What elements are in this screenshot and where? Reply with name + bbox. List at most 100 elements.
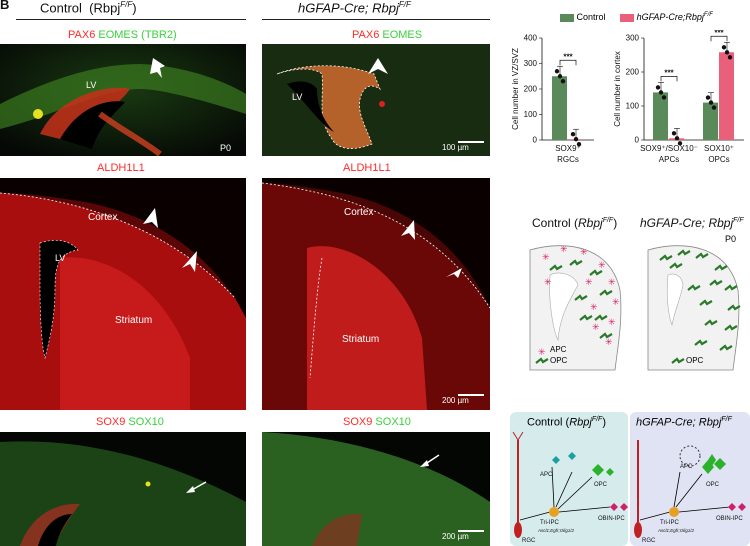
apc-cell: ✳: [585, 277, 593, 287]
data-point: [658, 90, 664, 95]
obin-cell: [738, 503, 746, 511]
opc-cell: [714, 264, 728, 271]
obin-cell: [620, 503, 628, 511]
apc-cell: ✳: [608, 277, 616, 287]
lv-label: LV: [55, 253, 66, 263]
category-label: OPCs: [708, 155, 729, 164]
control-close: ): [132, 0, 137, 16]
y-tick-label: 0: [635, 136, 640, 145]
schematic1-drawing: ✳✳✳✳✳✳✳✳✳✳✳✳✳ APC OPC OPC: [529, 244, 741, 371]
opc-cell: [724, 284, 738, 291]
opc-cell: [606, 468, 614, 476]
y-tick-label: 100: [524, 110, 538, 119]
obin-label-right: OBIN-IPC: [716, 516, 743, 522]
mutant-word: hGFAP-Cre; Rbpj: [298, 0, 399, 16]
y-tick-label: 400: [524, 34, 538, 43]
schematic2: Control (RbpjF/F) hGFAP-Cre; RbpjF/F: [510, 412, 750, 546]
chart-legend: Control hGFAP-Cre;RbpjF/F: [510, 12, 750, 26]
bar: [703, 102, 718, 140]
opc-label-left: OPC: [594, 482, 608, 488]
opc-label-right: OPC: [706, 482, 720, 488]
legend-label-mutant: hGFAP-Cre;Rbpj: [636, 12, 704, 22]
opc-cell: [724, 324, 738, 331]
rgc-label-left: RGC: [522, 538, 536, 544]
tri-label-right: Tri-IPC: [660, 520, 679, 526]
sch1-lc: ): [613, 216, 618, 230]
micrograph-sox-control: [0, 432, 246, 546]
obin-cell: [728, 503, 736, 511]
y-tick-label: 300: [626, 34, 640, 43]
legend-swatch-control: [560, 13, 574, 22]
control-sup: F/F: [120, 0, 133, 9]
category-label: SOX9⁺/SOX10⁻: [640, 144, 698, 153]
opc-cell: [574, 294, 588, 301]
opc-cell: [719, 344, 733, 351]
scale-label: 200 µm: [442, 396, 469, 405]
y-tick-label: 300: [524, 59, 538, 68]
significance-label: ***: [714, 30, 724, 37]
schematic1-right-title: hGFAP-Cre; RbpjF/F: [640, 216, 744, 230]
micrograph-aldh1l1-control: Cortex LV Striatum: [0, 178, 246, 410]
micrograph-aldh1l1-mutant-image: [262, 178, 490, 410]
data-point: [711, 105, 717, 110]
tri-label-left: Tri-IPC: [540, 520, 559, 526]
tri-ipc-cell: [669, 507, 679, 517]
missing-apc: [679, 445, 701, 467]
significance-label: ***: [664, 68, 674, 77]
opc-cell: [695, 252, 709, 259]
marker-aldh1l1: ALDH1L1: [97, 162, 145, 174]
micrograph-sox-mutant-image: [262, 432, 490, 546]
y-tick-label: 0: [533, 136, 538, 145]
panel-letter: B: [0, 0, 10, 12]
row3-left-markers: SOX9 SOX10: [96, 416, 164, 428]
arrowhead-icon: [143, 208, 158, 228]
scale-bar: [458, 394, 484, 396]
header-underline-right: [262, 19, 490, 20]
opc-cell: [704, 319, 718, 326]
scale-label: 200 µm: [442, 532, 469, 541]
arrow-icon: [186, 486, 195, 493]
apc-cell: ✳: [592, 322, 600, 332]
data-point: [708, 100, 714, 105]
control-header: Control (RbpjF/F): [40, 0, 137, 15]
marker-pax6: PAX6: [68, 29, 96, 41]
data-point: [573, 137, 579, 142]
row1-left-markers: PAX6 EOMES (TBR2): [68, 29, 177, 41]
opc-cell: [594, 314, 608, 321]
sch2-lc: ): [602, 416, 606, 429]
data-point: [570, 132, 576, 137]
data-point: [727, 55, 733, 60]
schematic2-right-title: hGFAP-Cre; RbpjF/F: [636, 416, 732, 429]
apc-cell: ✳: [544, 277, 552, 287]
lv-label: LV: [86, 80, 97, 90]
sch2-ls: F/F: [591, 416, 603, 423]
legend-swatch-mutant: [620, 13, 635, 22]
obin-cell: [610, 503, 618, 511]
marker-aldh1l1: ALDH1L1: [343, 162, 391, 174]
bar: [552, 76, 567, 140]
legend-opc-cell: [535, 357, 549, 364]
opc-cell: [579, 314, 593, 321]
opc-cell: [708, 454, 716, 466]
arrow-icon: [420, 460, 429, 467]
sch2-lt: Control (: [527, 416, 570, 429]
data-point: [554, 69, 560, 74]
opc-cell: [669, 262, 683, 269]
sch2-rs: F/F: [721, 416, 732, 423]
y-tick-label: 100: [626, 102, 640, 111]
y-axis-label: Cell number in VZ/SVZ: [511, 48, 520, 130]
apc-label-left: APC: [540, 472, 553, 478]
micrograph-aldh1l1-mutant: Cortex Striatum 200 µm: [262, 178, 490, 410]
opc-cell: [677, 249, 691, 256]
marker-eomes: EOMES: [382, 29, 423, 41]
row3-right-markers: SOX9 SOX10: [343, 416, 411, 428]
apc-cell: ✳: [580, 247, 588, 257]
bar: [653, 92, 668, 140]
opc-cell: [599, 289, 613, 296]
arrowhead-icon: [368, 58, 388, 74]
striatum-label: Striatum: [115, 315, 153, 326]
mutant-header: hGFAP-Cre; RbpjF/F: [298, 0, 411, 15]
arrowhead-icon: [401, 220, 415, 240]
scale-bar: [458, 141, 484, 143]
